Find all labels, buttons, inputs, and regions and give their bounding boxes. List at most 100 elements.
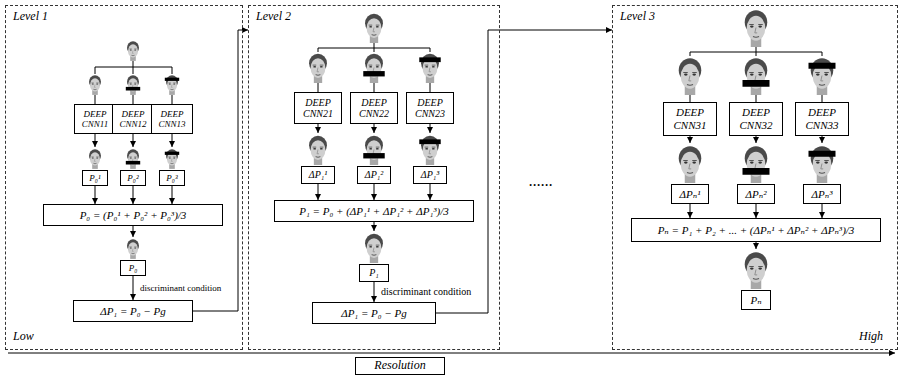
node-text: DEEP CNN23 [415,97,445,120]
occluded-face-image [809,146,836,183]
flow-arrow [374,282,375,302]
occluded-face-image [743,58,770,95]
node-text: DEEP CNN13 [159,109,186,130]
node-text: P₀¹ [89,173,100,183]
merge-arrow [756,242,757,249]
output-box: ΔPₙ¹ [671,184,709,204]
output-box: ΔP₁¹ [301,166,335,184]
occluded-face-image [126,149,140,169]
formula-box: P₁ = P₀ + (ΔP₁¹ + ΔP₁² + ΔP₁³)/3 [274,200,474,222]
flow-arrow [318,184,319,200]
occluded-face-image [363,136,384,165]
label-holder: Low [12,330,35,344]
node-text: DEEP CNN33 [805,106,838,131]
output-box: ΔPₙ² [737,184,775,204]
node-text: ΔP₁¹ [309,169,327,181]
formula-box: P₀ = (P₀¹ + P₀² + P₀³)/3 [43,204,223,226]
level-three-art [679,10,836,289]
cnn-box: DEEP CNN23 [406,92,454,124]
node-text: P₁ [369,267,379,279]
node-text: DEEP CNN32 [739,106,772,131]
occluded-face-image [165,149,179,169]
axis-title-box: Resolution [355,357,445,375]
flow-arrow [133,276,134,300]
input-line [95,95,172,104]
ellipsis-mark: ...... [528,172,554,190]
formula-box: Pₙ = P₁ + P₂ + ... + (ΔPₙ¹ + ΔPₙ² + ΔPₙ³… [631,218,881,242]
condition-box: ΔP₁ = P₀ − Pg [73,300,193,322]
node-text: ΔP₁² [365,169,383,181]
flow-arrow [822,204,823,218]
face-image [745,10,768,47]
output-box: P₀ [120,260,146,276]
flow-arrow [193,30,248,311]
output-box: ΔP₁³ [413,166,447,184]
face-image [365,234,383,263]
cnn-box: DEEP CNN13 [151,104,193,134]
cnn-box: DEEP CNN32 [729,102,783,136]
level-panel: Level 2DEEP CNN21DEEP CNN22DEEP CNN23ΔP₁… [248,5,500,350]
flow-arrow [172,186,173,204]
cnn-box: DEEP CNN12 [112,104,154,134]
node-text: DEEP CNN31 [673,106,706,131]
panel-heading: Level 1 [13,10,48,24]
cnn-box: DEEP CNN31 [663,102,717,136]
input-line [318,83,430,92]
output-box: P₀¹ [82,170,108,186]
node-text: P₀² [127,173,138,183]
face-image [309,136,327,165]
output-arrow [690,136,691,143]
node-text: Resolution [374,359,425,373]
node-text: P₀ = (P₀¹ + P₀² + P₀³)/3 [80,209,187,222]
output-box: ΔPₙ³ [803,184,841,204]
output-arrow [172,134,173,147]
condition-box: ΔP₁ = P₀ − Pg [312,302,436,324]
edge-label: discriminant condition [380,286,472,298]
node-text: DEEP CNN22 [359,97,389,120]
branch-line [318,43,430,52]
occluded-face-image [743,146,770,183]
output-arrow [318,124,319,133]
axis-end-label: High [858,330,884,344]
node-text: Pₙ [750,294,761,307]
merge-arrow [133,226,134,237]
occluded-face-image [809,58,836,95]
level-panel: Level 1 DEEP CNN11DEEP CNN12 DEEP CNN13P₀¹… [5,5,243,350]
node-text: DEEP CNN12 [120,109,147,130]
node-text: Pₙ = P₁ + P₂ + ... + (ΔPₙ¹ + ΔPₙ² + ΔPₙ³… [658,224,855,237]
output-box: P₀² [120,170,146,186]
face-image [365,14,383,43]
flow-arrow [374,184,375,200]
edge-label-holder: discriminant condition [380,286,472,298]
edge-label: discriminant condition [139,283,222,293]
output-box: P₁ [359,264,389,282]
label-holder: ...... [528,172,554,190]
output-arrow [133,134,134,147]
cnn-box: DEEP CNN11 [74,104,116,134]
resolution-axis [8,353,895,354]
face-image [127,239,139,259]
face-image [309,54,327,83]
level-one-art [89,41,179,259]
flow-arrow [756,204,757,218]
flow-arrow [133,186,134,204]
flow-arrow [95,186,96,204]
flow-arrow [690,204,691,218]
output-box: ΔP₁² [357,166,391,184]
occluded-face-image [126,75,140,95]
output-arrow [430,124,431,133]
cnn-box: DEEP CNN22 [350,92,398,124]
face-image [745,252,768,289]
node-text: ΔPₙ¹ [680,188,701,201]
output-arrow [822,136,823,143]
face-image [89,149,101,169]
node-text: ΔPₙ² [746,188,767,201]
label-holder: High [858,330,884,344]
flow-arrow [430,184,431,200]
input-line [690,95,822,102]
node-text: ΔP₁ = P₀ − Pg [100,305,166,318]
node-text: ΔPₙ³ [812,188,833,201]
node-text: DEEP CNN21 [303,97,333,120]
axis-end-label: Low [12,330,35,344]
branch-line [690,47,822,56]
